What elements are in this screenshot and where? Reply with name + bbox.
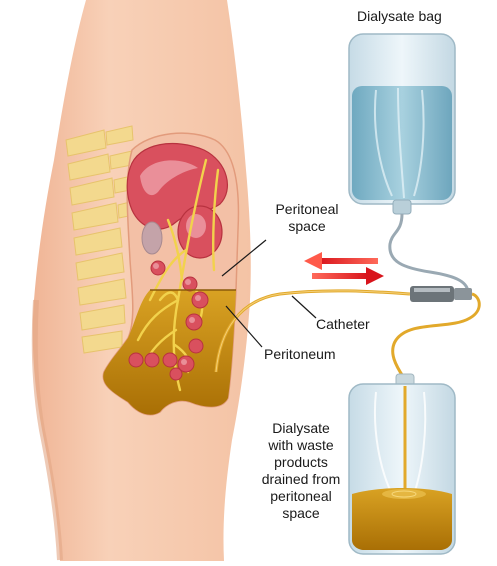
label-drain-line5: peritoneal xyxy=(270,488,332,504)
label-catheter: Catheter xyxy=(316,316,370,332)
leader-lines xyxy=(221,239,317,348)
label-drain-line4: drained from xyxy=(261,471,341,487)
inflow-tube xyxy=(388,213,470,297)
outflow-tube xyxy=(391,292,481,379)
peritoneal-fluid xyxy=(103,290,237,415)
label-drain-line2: with waste xyxy=(268,437,334,453)
drain-bag xyxy=(348,373,456,555)
label-peritoneum: Peritoneum xyxy=(264,346,336,362)
connector xyxy=(410,286,472,302)
label-drain-line6: space xyxy=(282,505,320,521)
label-drained-dialysate: Dialysate with waste products drained fr… xyxy=(252,420,350,522)
label-drain-line3: products xyxy=(274,454,328,470)
label-peritoneal-space-line1: Peritoneal xyxy=(275,201,339,217)
dialysate-bag-top xyxy=(348,33,456,215)
label-dialysate-bag: Dialysate bag xyxy=(357,8,442,24)
label-drain-line1: Dialysate xyxy=(272,420,330,436)
label-peritoneal-space: Peritoneal space xyxy=(268,201,346,235)
flow-arrows xyxy=(304,252,384,285)
label-peritoneal-space-line2: space xyxy=(288,218,326,234)
